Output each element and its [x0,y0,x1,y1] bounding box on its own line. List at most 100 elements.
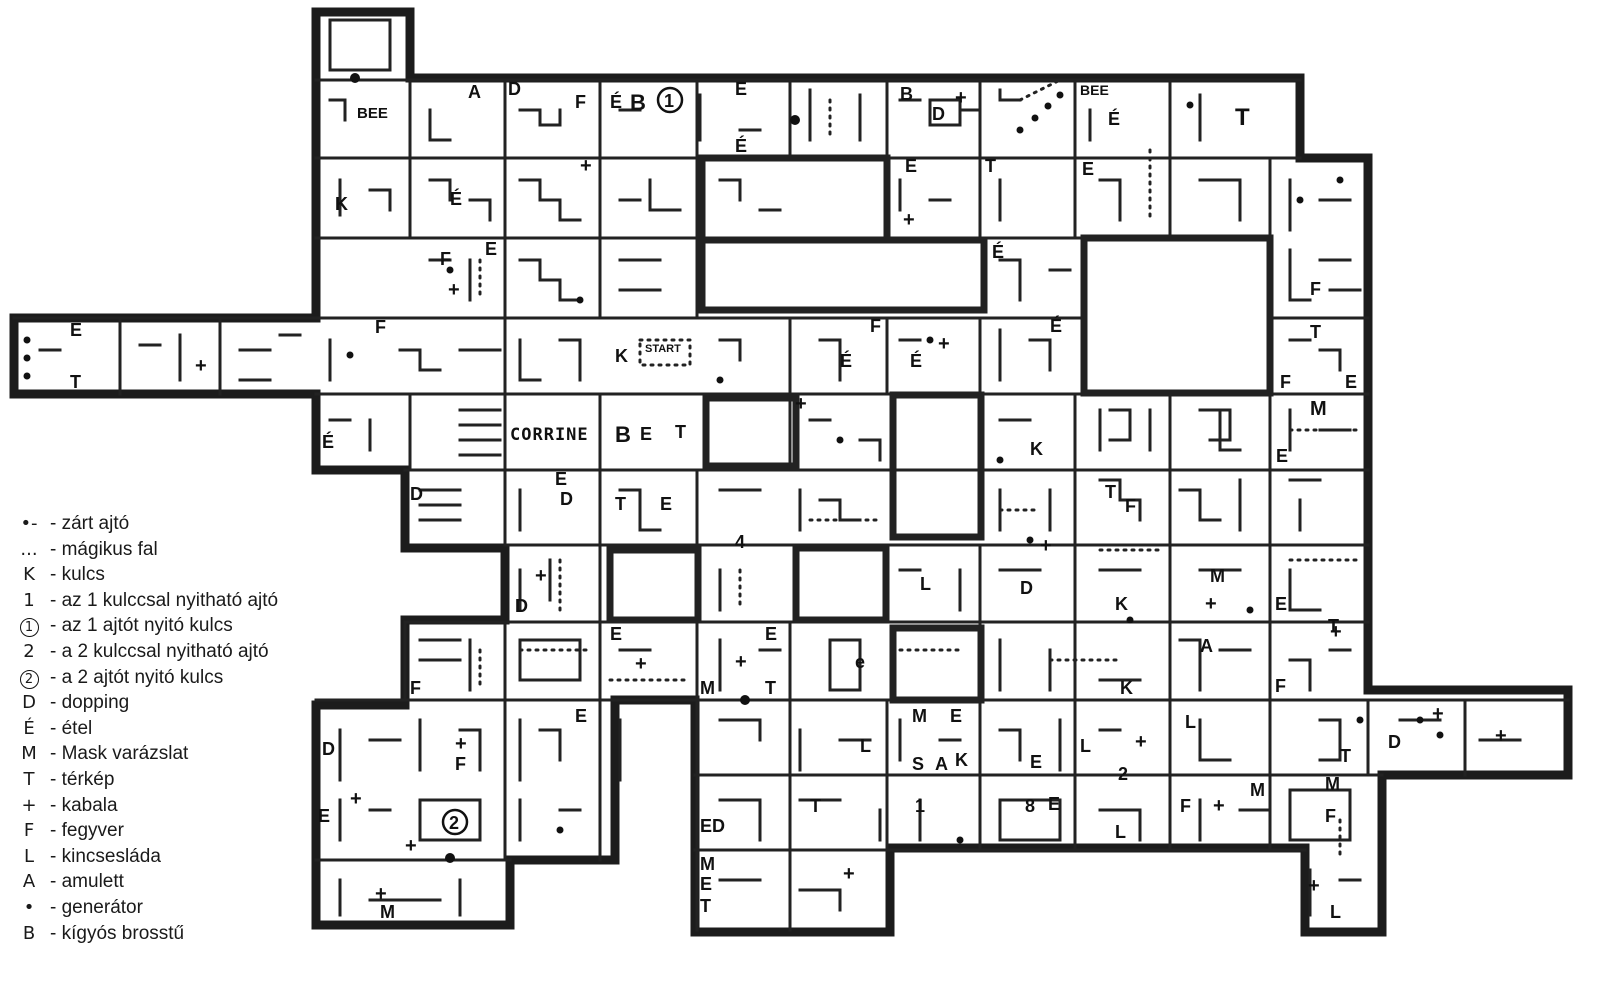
locked-door-symbol: •- [20,513,38,534]
svg-text:É: É [910,350,922,371]
weapon-symbol: F [23,820,35,842]
legend-row: B - kígyós brosstű [10,921,340,947]
svg-text:T: T [675,422,686,442]
svg-text:L: L [1115,822,1126,842]
door-2-symbol: 2 [23,640,35,662]
svg-text:E: E [575,706,587,726]
svg-text:M: M [1250,780,1265,800]
legend-text: - a 2 kulccsal nyitható ajtó [50,640,269,662]
svg-text:+: + [1205,593,1217,615]
legend-row: T - térkép [10,767,340,793]
svg-text:K: K [955,750,968,770]
svg-text:L: L [1185,712,1196,732]
legend-text: - kígyós brosstű [50,922,185,944]
svg-text:É: É [322,431,334,452]
svg-text:E: E [555,469,567,489]
legend-row: 2 - a 2 ajtót nyitó kulcs [10,665,340,691]
svg-text:K: K [335,194,348,214]
magic-walls [338,78,1362,917]
legend-row: 1 - az 1 ajtót nyitó kulcs [10,613,340,639]
svg-text:M: M [700,854,715,874]
svg-text:E: E [1048,794,1060,814]
svg-text:M: M [912,706,927,726]
map-walls [12,18,1570,932]
svg-text:F: F [1275,676,1286,696]
svg-text:+: + [1432,703,1444,725]
svg-text:T: T [700,896,711,916]
map-item-symbol: T [23,768,35,790]
svg-text:E: E [70,320,82,340]
svg-text:+: + [1308,875,1320,897]
legend-text: - mágikus fal [50,538,158,560]
svg-text:+: + [535,565,547,587]
svg-text:E: E [660,494,672,514]
svg-text:8: 8 [1025,796,1035,816]
svg-text:D: D [322,739,335,759]
svg-text:T: T [1328,616,1339,636]
svg-text:E: E [1345,372,1357,392]
svg-text:+: + [1495,725,1507,747]
svg-text:E: E [700,874,712,894]
svg-text:D: D [1388,732,1401,752]
svg-text:4: 4 [735,532,745,552]
legend-row: 1 - az 1 kulccsal nyitható ajtó [10,588,340,614]
svg-text:+: + [795,393,807,415]
svg-text:T: T [1105,482,1116,502]
svg-text:M: M [700,678,715,698]
legend-text: - a 2 ajtót nyitó kulcs [50,666,224,688]
svg-text:T: T [70,372,81,392]
svg-text:F: F [375,317,386,337]
svg-text:F: F [1280,372,1291,392]
svg-text:1: 1 [915,796,925,816]
map-voids [606,154,1274,704]
svg-text:K: K [1120,678,1133,698]
legend-row: É - étel [10,716,340,742]
svg-text:+: + [195,355,207,377]
svg-text:F: F [440,249,451,269]
legend-text: - zárt ajtó [50,513,130,534]
svg-text:D: D [410,484,423,504]
svg-text:T: T [985,156,996,176]
svg-text:É: É [992,241,1004,262]
generator-symbol: • [23,896,35,918]
svg-text:+: + [955,87,967,109]
legend-row: A - amulett [10,869,340,895]
svg-text:K: K [1115,594,1128,614]
svg-text:E: E [950,706,962,726]
key-circles: 1 2 [441,86,684,836]
svg-text:F: F [575,92,586,112]
bee-label-1: BEE [357,105,388,122]
svg-text:É: É [735,135,747,156]
svg-text:D: D [1020,578,1033,598]
legend-row: M - Mask varázslat [10,741,340,767]
map-legend: •- - zárt ajtó ... - mágikus fal K - kul… [10,511,340,946]
start-label: START [645,343,681,355]
svg-text:E: E [610,624,622,644]
svg-text:M: M [380,902,395,922]
legend-row: + - kabala [10,793,340,819]
svg-text:M: M [1210,566,1225,586]
svg-text:T: T [1235,104,1250,131]
corrine-label: CORRINE [510,425,589,445]
svg-text:É: É [610,91,622,112]
treasure-chest-symbol: L [23,845,35,867]
svg-text:F: F [1180,796,1191,816]
svg-text:F: F [870,316,881,336]
svg-text:T: T [810,796,821,816]
legend-row: K - kulcs [10,562,340,588]
svg-text:A: A [1200,636,1213,656]
mask-spell-symbol: M [21,743,37,765]
legend-text: - étel [50,717,93,739]
svg-text:E: E [640,424,652,444]
svg-text:A: A [468,82,481,102]
key-2-symbol: 2 [14,665,44,691]
svg-text:+: + [1330,621,1342,643]
svg-text:+: + [1213,795,1225,817]
svg-text:E: E [318,806,330,826]
svg-text:B: B [900,84,913,104]
svg-text:M: M [1310,398,1327,420]
svg-text:+: + [375,883,387,905]
generator-dots [23,73,1444,863]
amulet-symbol: A [22,871,36,893]
